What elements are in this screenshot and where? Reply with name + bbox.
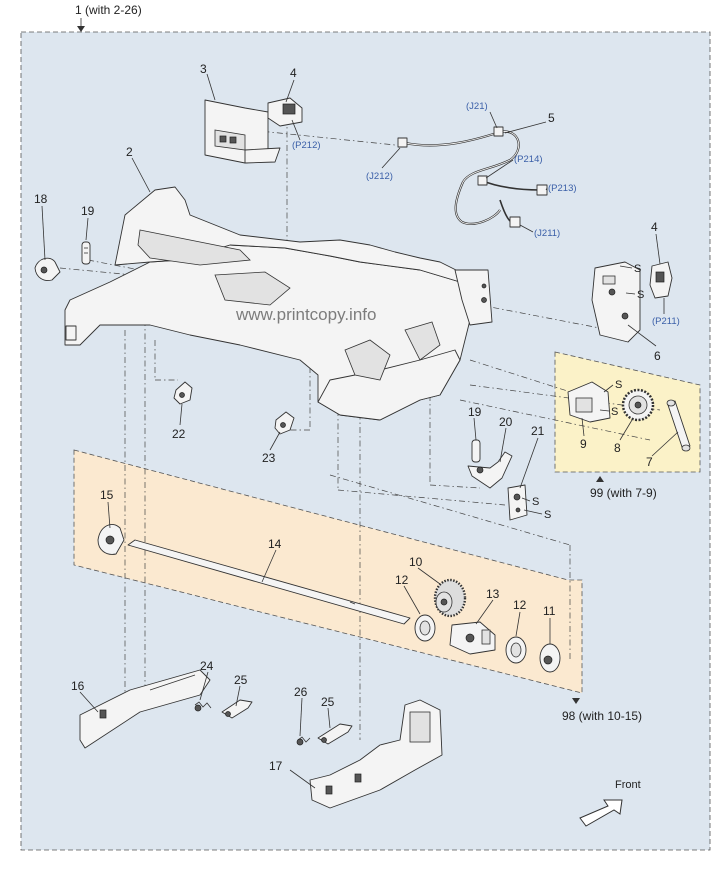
callout-25-right: 25 bbox=[321, 695, 335, 709]
callout-4-right: 4 bbox=[651, 220, 658, 234]
part-3-bracket bbox=[204, 99, 281, 164]
screw-mark-21a: S bbox=[532, 496, 539, 508]
screw-mark-6b: S bbox=[637, 289, 644, 301]
part-5-wire-harness bbox=[397, 126, 548, 228]
callout-8: 8 bbox=[614, 441, 621, 455]
screw-mark-9a: S bbox=[615, 379, 622, 391]
callout-15: 15 bbox=[100, 488, 114, 502]
callout-24: 24 bbox=[200, 659, 214, 673]
part-17-guide bbox=[309, 699, 443, 809]
callout-19-right: 19 bbox=[468, 405, 482, 419]
callout-2: 2 bbox=[126, 145, 133, 159]
part-19-spring-left bbox=[81, 241, 91, 265]
callout-19-left: 19 bbox=[81, 204, 95, 218]
part-19-spring-right bbox=[471, 439, 481, 463]
part-25-lever-b bbox=[317, 723, 353, 745]
connector-j21: (J21) bbox=[466, 101, 488, 112]
callout-16: 16 bbox=[71, 679, 85, 693]
callout-22: 22 bbox=[172, 427, 186, 441]
screw-mark-6a: S bbox=[634, 263, 641, 275]
callout-numbers: 3 4 5 2 18 19 4 6 9 8 7 19 20 21 22 23 1… bbox=[34, 62, 661, 773]
connector-p214: (P214) bbox=[514, 154, 543, 165]
leader-lines bbox=[41, 73, 679, 789]
front-label: Front bbox=[615, 779, 641, 791]
connector-j212: (J212) bbox=[366, 171, 393, 182]
callout-25-left: 25 bbox=[234, 673, 248, 687]
front-arrow-icon bbox=[579, 799, 623, 827]
callout-26: 26 bbox=[294, 685, 308, 699]
callout-12-left: 12 bbox=[395, 573, 409, 587]
part-21-plate bbox=[507, 484, 528, 521]
part-4-switch-right bbox=[649, 261, 673, 299]
connector-j211: (J211) bbox=[534, 228, 560, 239]
part-18-lever bbox=[34, 257, 61, 281]
part-20-arm bbox=[467, 451, 513, 489]
connector-labels: (J21) (P212) (J212) (P214) (P213) (J211)… bbox=[291, 101, 680, 327]
part-6-bracket bbox=[591, 261, 641, 343]
callout-20: 20 bbox=[499, 415, 513, 429]
subassembly-99-label: 99 (with 7-9) bbox=[590, 486, 657, 500]
callout-18: 18 bbox=[34, 192, 48, 206]
callout-10: 10 bbox=[409, 555, 423, 569]
part-11-gear bbox=[539, 643, 561, 673]
callout-11: 11 bbox=[543, 604, 556, 618]
part-26-spring bbox=[296, 736, 311, 746]
callout-23: 23 bbox=[262, 451, 276, 465]
callout-13: 13 bbox=[486, 587, 500, 601]
part-24-spring bbox=[194, 701, 212, 712]
callout-12-right: 12 bbox=[513, 598, 527, 612]
subassembly-98-label: 98 (with 10-15) bbox=[562, 709, 642, 723]
screw-mark-21b: S bbox=[544, 509, 551, 521]
part-16-guide bbox=[79, 669, 211, 749]
connector-p213: (P213) bbox=[548, 183, 577, 194]
callout-4-top: 4 bbox=[290, 66, 297, 80]
part-10-roller bbox=[433, 578, 467, 618]
part-9-bracket bbox=[567, 381, 611, 423]
part-4-switch-top bbox=[267, 97, 303, 127]
callout-14: 14 bbox=[268, 537, 282, 551]
main-assembly-label: 1 (with 2-26) bbox=[75, 3, 142, 17]
part-22-clip bbox=[173, 381, 193, 405]
screw-marks: S S S S S S bbox=[521, 263, 644, 521]
callout-5: 5 bbox=[548, 111, 555, 125]
callout-17: 17 bbox=[269, 759, 283, 773]
part-7-roller bbox=[666, 399, 691, 452]
connector-p212: (P212) bbox=[292, 140, 321, 151]
callout-7: 7 bbox=[646, 455, 653, 469]
part-8-gear bbox=[621, 388, 655, 422]
part-2-main-frame bbox=[64, 186, 493, 421]
callout-9: 9 bbox=[580, 437, 587, 451]
part-15-cam bbox=[97, 524, 125, 555]
part-23-clip bbox=[274, 411, 295, 435]
part-12-collar-b bbox=[505, 636, 527, 664]
callout-6: 6 bbox=[654, 349, 661, 363]
part-13-holder bbox=[449, 621, 496, 655]
screw-mark-9b: S bbox=[611, 406, 618, 418]
callout-3: 3 bbox=[200, 62, 207, 76]
part-14-shaft bbox=[127, 539, 411, 625]
callout-21: 21 bbox=[531, 424, 545, 438]
watermark-text: www.printcopy.info bbox=[235, 305, 376, 324]
connector-p211: (P211) bbox=[652, 316, 680, 327]
part-12-collar-a bbox=[414, 614, 436, 642]
